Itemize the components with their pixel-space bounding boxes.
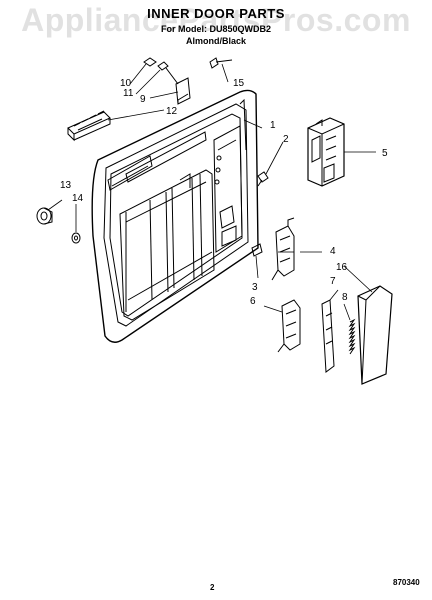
callout-12: 12 — [166, 106, 178, 117]
callout-1: 1 — [270, 120, 276, 131]
inner-door-panel — [91, 89, 259, 343]
callout-7: 7 — [330, 276, 336, 287]
callout-15: 15 — [233, 78, 245, 89]
small-switch-parts — [143, 57, 191, 105]
callout-11: 11 — [123, 88, 134, 99]
callout-2: 2 — [283, 134, 289, 145]
clip-part-3 — [251, 243, 263, 257]
side-cover-part-16 — [357, 285, 393, 385]
callout-4: 4 — [330, 246, 336, 257]
dispenser-module — [307, 117, 345, 187]
color-subtitle: Almond/Black — [185, 36, 246, 46]
callout-3: 3 — [252, 282, 258, 293]
hinge-bracket-upper — [271, 217, 295, 281]
diagram-title: INNER DOOR PARTS — [147, 6, 285, 21]
callout-9: 9 — [140, 94, 146, 105]
callout-5: 5 — [382, 148, 388, 159]
model-subtitle: For Model: DU850QWDB2 — [160, 24, 271, 34]
latch-strip — [321, 299, 335, 373]
callout-10: 10 — [120, 78, 132, 89]
page-number: 2 — [210, 583, 215, 592]
leader-lines — [47, 63, 376, 321]
spring-part-8 — [348, 318, 356, 355]
drawing-id: 870340 — [393, 578, 420, 587]
callout-6: 6 — [250, 296, 256, 307]
callout-8: 8 — [342, 292, 348, 303]
knob-and-washer — [36, 207, 81, 244]
screw-part-15 — [209, 57, 233, 69]
callout-13: 13 — [60, 180, 72, 191]
hinge-bracket-lower — [277, 299, 301, 353]
callout-14: 14 — [72, 193, 84, 204]
control-panel-insert — [67, 110, 111, 142]
screw-part-2 — [257, 171, 269, 187]
callout-16: 16 — [336, 262, 348, 273]
